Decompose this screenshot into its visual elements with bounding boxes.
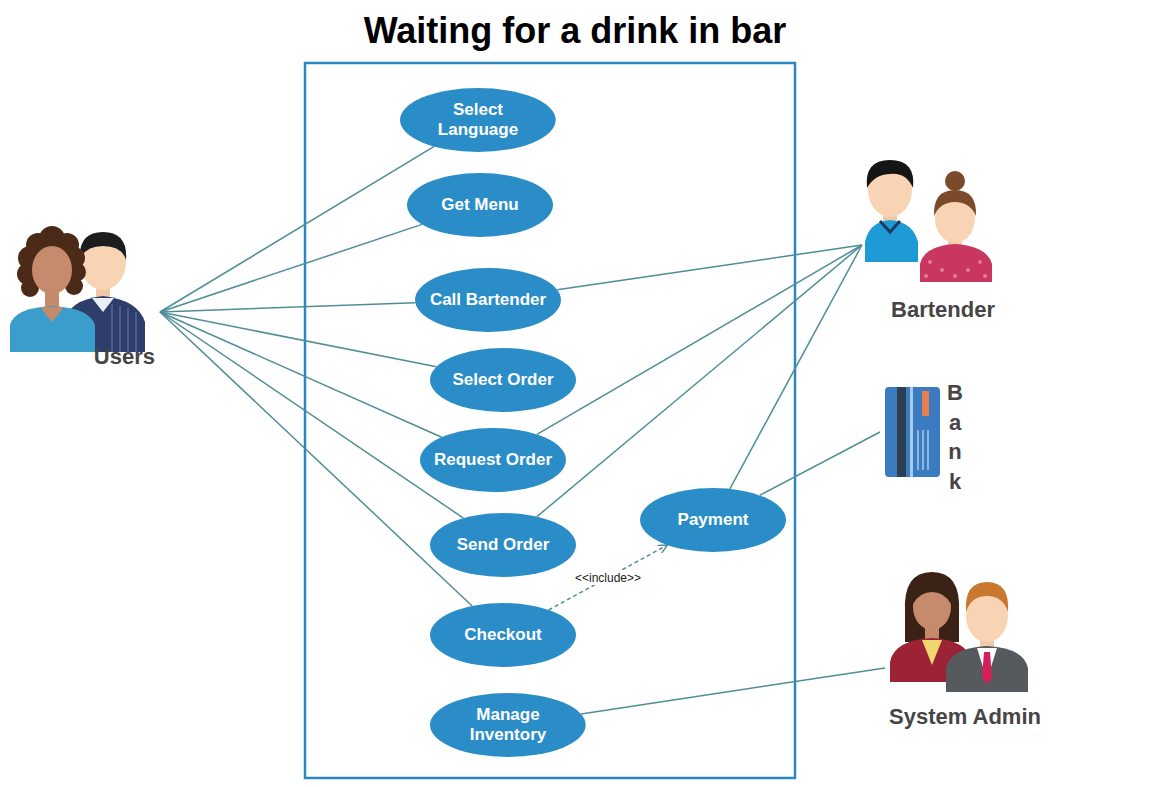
card-stripe (910, 387, 913, 477)
ellipse-fill (420, 428, 566, 492)
dot (928, 260, 932, 264)
ellipse-fill (640, 488, 786, 552)
blouse (922, 640, 942, 665)
hair (80, 232, 126, 260)
actor: Bartender (862, 155, 997, 323)
use-case-ellipse: Send Order (430, 513, 576, 577)
dot (924, 274, 928, 278)
tie (982, 652, 992, 684)
shirt (865, 220, 918, 262)
use-case-label: Select Language (428, 100, 528, 141)
edge-label-holder: <<include>> (573, 571, 643, 585)
use-case-label: Payment (678, 510, 749, 530)
association-line (160, 312, 442, 437)
hair (913, 582, 951, 604)
card-lines (918, 430, 928, 470)
use-case-ellipse: Call Bartender (415, 268, 561, 332)
association-line (760, 432, 880, 495)
actor: Bank (880, 378, 972, 493)
association-line (160, 224, 422, 312)
users-figure (10, 226, 145, 352)
top (920, 244, 992, 282)
collar (880, 221, 900, 232)
ellipse-fill (430, 348, 576, 412)
dot (966, 268, 970, 272)
ellipse-fill (430, 513, 576, 577)
dot (953, 274, 957, 278)
system-admin-figure (890, 572, 1028, 692)
association-line (537, 245, 862, 434)
dots (924, 260, 987, 278)
title-holder: Waiting for a drink in bar (0, 10, 1150, 52)
use-case-label: Call Bartender (430, 290, 546, 310)
ellipse-fill (430, 693, 586, 757)
use-case-ellipse: Select Language (400, 88, 556, 152)
association-line (581, 668, 885, 714)
use-case-ellipse: Checkout (430, 603, 576, 667)
actor-label: Bank (944, 378, 966, 497)
use-case-label: Select Order (452, 370, 553, 390)
dot (940, 268, 944, 272)
use-case-ellipse: Get Menu (407, 173, 553, 237)
dot (978, 260, 982, 264)
use-case-ellipse: Payment (640, 488, 786, 552)
use-case-ellipse: Select Order (430, 348, 576, 412)
association-line (160, 303, 415, 312)
card (885, 387, 940, 477)
use-case-label: Manage Inventory (458, 705, 558, 746)
stereotype-label: <<include>> (573, 571, 643, 585)
hair (905, 572, 959, 642)
use-case-label: Checkout (464, 625, 541, 645)
system-boundary (305, 63, 795, 778)
association-line (160, 146, 434, 312)
suit (946, 646, 1028, 692)
hair (867, 160, 914, 188)
use-case-ellipse: Manage Inventory (430, 693, 586, 757)
actor-label: Bartender (891, 297, 995, 323)
card-stripe (897, 387, 906, 477)
bartender-figure (865, 160, 992, 282)
actor-label: Users (94, 344, 155, 370)
association-line (537, 245, 862, 517)
head (32, 246, 72, 294)
association-line (160, 312, 463, 518)
ellipse-fill (430, 603, 576, 667)
ellipse-fill (415, 268, 561, 332)
use-case-label: Request Order (434, 450, 552, 470)
top (10, 306, 95, 352)
actor-label: System Admin (889, 704, 1041, 730)
collar (92, 298, 114, 312)
use-case-label: Get Menu (441, 195, 518, 215)
card-chip (922, 391, 929, 416)
use-case-label: Send Order (457, 535, 550, 555)
hair (966, 582, 1008, 612)
hair (934, 190, 976, 216)
ellipse-fill (407, 173, 553, 237)
neckline (40, 307, 64, 322)
actor: System Admin (885, 568, 1045, 730)
use-case-ellipse: Request Order (420, 428, 566, 492)
ellipse-fill (400, 88, 556, 152)
bank-card-icon (885, 387, 940, 477)
dot (983, 274, 987, 278)
hair-bun (945, 171, 965, 191)
actor: Users (10, 232, 160, 370)
diagram-title: Waiting for a drink in bar (364, 10, 787, 52)
